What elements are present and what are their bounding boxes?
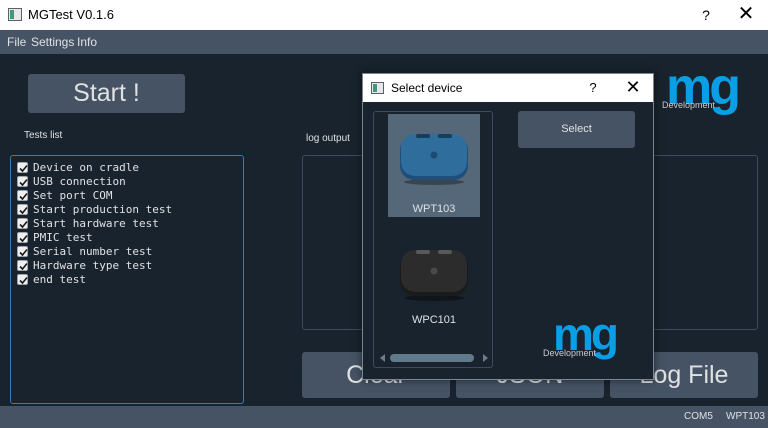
device-name: WPC101	[411, 314, 457, 326]
check-icon	[19, 206, 28, 215]
dialog-titlebar: Select device ? ✕	[363, 74, 653, 102]
dialog-title: Select device	[391, 81, 463, 95]
select-button[interactable]: Select	[518, 111, 635, 148]
app-icon	[8, 8, 22, 21]
check-icon	[19, 178, 28, 187]
check-icon	[19, 262, 28, 271]
scrollbar-thumb[interactable]	[390, 354, 474, 362]
checkbox[interactable]	[17, 190, 28, 201]
check-icon	[19, 220, 28, 229]
select-device-dialog: Select device ? ✕ WPT103	[362, 73, 654, 380]
dialog-mg-logo: mg Development	[539, 308, 643, 362]
checkbox[interactable]	[17, 162, 28, 173]
tests-list-label: Tests list	[24, 130, 63, 141]
menu-settings[interactable]: Settings	[31, 35, 75, 49]
check-icon	[19, 192, 28, 201]
status-port: COM5	[684, 411, 713, 422]
check-icon	[19, 234, 28, 243]
tests-list[interactable]: Device on cradle USB connection Set port…	[10, 155, 244, 404]
check-icon	[19, 248, 28, 257]
wpc101-device-image	[400, 250, 468, 301]
device-item-wpc101[interactable]: WPC101	[388, 230, 480, 333]
checkbox[interactable]	[17, 218, 28, 229]
check-icon	[19, 276, 28, 285]
device-list[interactable]: WPT103 WPC101	[373, 111, 493, 368]
checkbox[interactable]	[17, 176, 28, 187]
logo-subtitle: Development	[543, 348, 597, 358]
log-output-label: log output	[306, 133, 350, 144]
logo-mark: mg	[553, 308, 619, 360]
test-item-label: PMIC test	[33, 231, 93, 244]
logo-subtitle: Development	[662, 100, 716, 110]
status-bar: COM5 WPT103	[0, 406, 768, 428]
device-list-scrollbar[interactable]	[380, 352, 488, 364]
scroll-left-icon[interactable]	[380, 354, 385, 362]
scroll-right-icon[interactable]	[483, 354, 488, 362]
device-name: WPT103	[412, 203, 456, 215]
wpt103-device-image	[400, 134, 468, 185]
status-device: WPT103	[726, 411, 765, 422]
dialog-close-button[interactable]: ✕	[625, 77, 641, 97]
test-item-label: Hardware type test	[33, 259, 153, 272]
dialog-app-icon	[371, 82, 384, 94]
test-item-label: end test	[33, 273, 86, 286]
menu-info[interactable]: Info	[77, 35, 98, 49]
dialog-help-button[interactable]: ?	[589, 80, 597, 95]
device-item-wpt103[interactable]: WPT103	[388, 114, 480, 217]
close-button[interactable]: ✕	[737, 3, 755, 25]
start-button[interactable]: Start !	[28, 74, 185, 113]
test-item-label: Serial number test	[33, 245, 153, 258]
menu-file[interactable]: File	[7, 35, 27, 49]
checkbox[interactable]	[17, 204, 28, 215]
test-item-label: Device on cradle	[33, 161, 139, 174]
checkbox[interactable]	[17, 274, 28, 285]
check-icon	[19, 164, 28, 173]
test-item-label: USB connection	[33, 175, 126, 188]
checkbox[interactable]	[17, 232, 28, 243]
checkbox[interactable]	[17, 246, 28, 257]
window-title: MGTest V0.1.6	[28, 7, 114, 22]
window-titlebar: MGTest V0.1.6 ? ✕	[0, 0, 768, 30]
menu-bar: File Settings Info	[0, 30, 768, 54]
test-item-label: Start production test	[33, 203, 173, 216]
test-item-label: Set port COM	[33, 189, 113, 202]
checkbox[interactable]	[17, 260, 28, 271]
logo-mark: mg	[666, 58, 741, 116]
help-button[interactable]: ?	[702, 7, 710, 23]
test-item-label: Start hardware test	[33, 217, 159, 230]
mg-logo: mg Development	[660, 58, 764, 120]
